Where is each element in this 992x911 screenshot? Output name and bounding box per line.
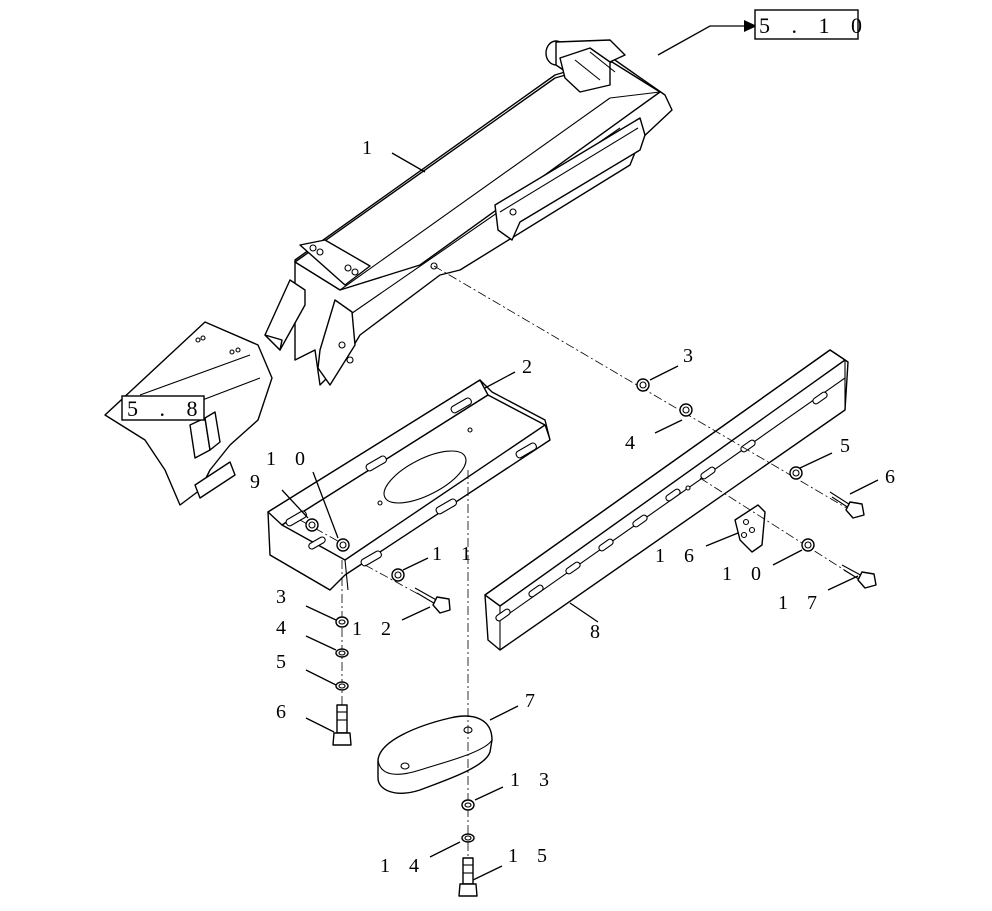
callout-2: 2 [522, 356, 539, 378]
callout-3: 3 [683, 345, 700, 367]
part-1-main-beam [264, 39, 673, 386]
svg-text:5 . 1 0: 5 . 1 0 [759, 13, 870, 38]
callout-5-lower: 5 [276, 651, 293, 673]
callout-5: 5 [840, 435, 857, 457]
callout-9: 9 [250, 471, 267, 493]
callout-12: 1 2 [352, 618, 398, 640]
reference-part-5-8-panel: 5 . 8 [104, 321, 273, 506]
callout-11: 1 1 [432, 543, 478, 565]
callout-13: 1 3 [510, 769, 556, 791]
svg-text:5 . 8: 5 . 8 [127, 396, 206, 421]
reference-top[interactable]: 5 . 1 0 [657, 9, 870, 56]
callout-4-lower: 4 [276, 617, 293, 639]
part-7-pad [377, 715, 493, 794]
callout-6: 6 [885, 466, 902, 488]
callout-4: 4 [625, 432, 642, 454]
callout-10-right: 1 0 [722, 563, 768, 585]
callout-15: 1 5 [508, 845, 554, 867]
callout-6-lower: 6 [276, 701, 293, 723]
hardware [305, 378, 877, 897]
callout-16: 1 6 [655, 545, 701, 567]
part-16-plate [734, 504, 766, 553]
callout-17: 1 7 [778, 592, 824, 614]
callout-labels: 1 2 3 4 5 6 9 1 0 1 1 1 2 3 4 5 6 7 8 1 … [250, 137, 902, 877]
callout-10-left: 1 0 [266, 448, 312, 470]
part-2-channel-bracket [267, 379, 551, 591]
callout-3-lower: 3 [276, 586, 293, 608]
callout-1: 1 [362, 137, 379, 159]
part-8-rail [484, 349, 849, 651]
callout-7: 7 [525, 690, 542, 712]
leader-lines [281, 152, 879, 881]
callout-8: 8 [590, 621, 607, 643]
callout-14: 1 4 [380, 855, 426, 877]
